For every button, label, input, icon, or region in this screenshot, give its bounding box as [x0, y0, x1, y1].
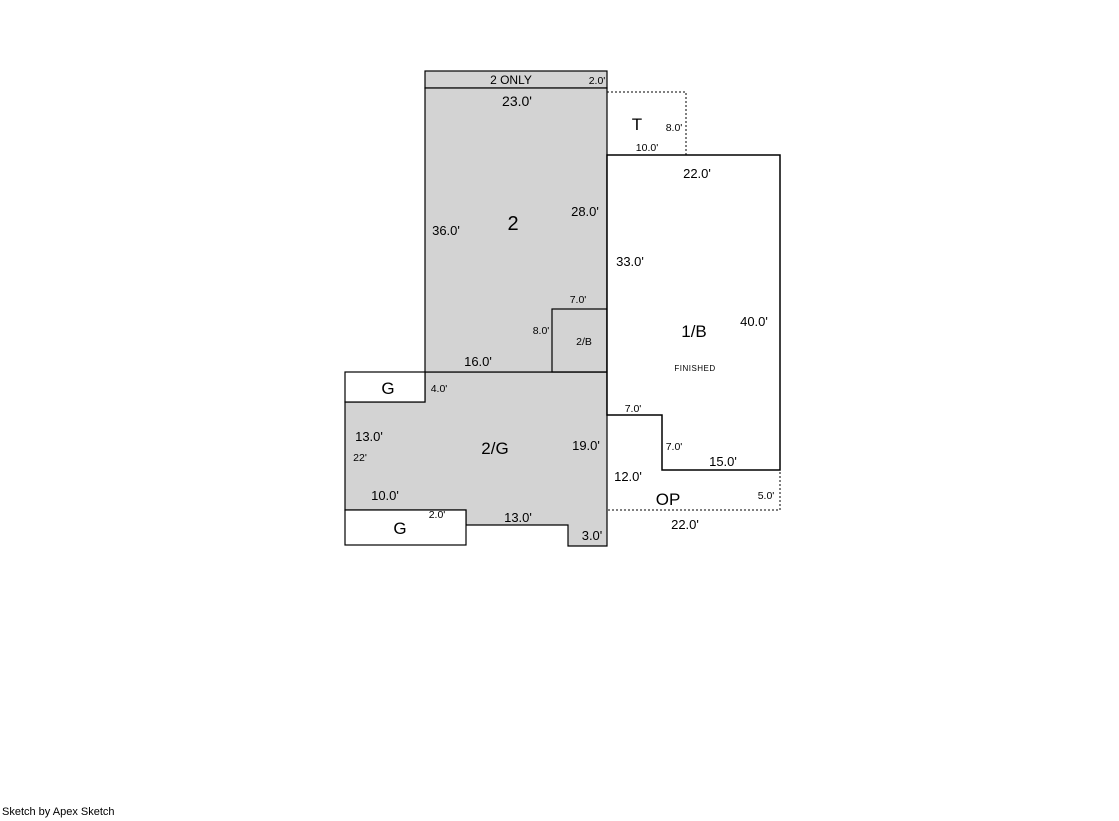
area-t-outline [607, 91, 687, 155]
area2-dim-bottom: 16.0' [464, 354, 492, 369]
area1b-dim-bottom: 15.0' [709, 454, 737, 469]
strip-2only-dim-height: 2.0' [589, 75, 606, 87]
area1b-sublabel-finished: FINISHED [674, 364, 715, 373]
area2g-label: 2/G [481, 439, 508, 458]
areaT-label: T [632, 115, 642, 134]
area-g-bottom-polygon [344, 509, 467, 546]
area2g-dim-left: 13.0' [355, 429, 383, 444]
area1b-dim-right: 40.0' [740, 314, 768, 329]
area2-dim-right: 28.0' [571, 204, 599, 219]
area1b-label: 1/B [681, 322, 707, 341]
area2g-dim-bottom-right: 3.0' [582, 528, 603, 543]
area-g-top-polygon [344, 371, 426, 403]
area1b-dim-top: 22.0' [683, 166, 711, 181]
area-1b-polygon [606, 154, 781, 471]
areaGbottom-label: G [393, 519, 406, 538]
area2g-dim-bottom-left: 10.0' [371, 488, 399, 503]
area1b-dim-notch-side: 7.0' [666, 441, 683, 453]
areaOP-dim-bottom: 22.0' [671, 517, 699, 532]
areaOP-dim-left: 12.0' [614, 469, 642, 484]
area2b-label: 2/B [576, 336, 592, 348]
areaGtop-dim-right: 4.0' [431, 383, 448, 395]
area2g-dim-step: 2.0' [429, 509, 446, 521]
area2b-dim-top: 7.0' [570, 294, 587, 306]
area2-dim-top: 23.0' [502, 93, 532, 109]
area-2-polygon [424, 87, 608, 373]
areaT-dim-right: 8.0' [666, 122, 683, 134]
area2g-dim-left-total: 22' [353, 452, 367, 464]
sketch-credit: Sketch by Apex Sketch [2, 806, 115, 818]
area1b-dim-notch-top: 7.0' [625, 403, 642, 415]
areaOP-dim-right: 5.0' [758, 490, 775, 502]
area-op-outline [606, 415, 781, 511]
area1b-dim-left: 33.0' [616, 254, 644, 269]
areaT-dim-bottom: 10.0' [636, 142, 658, 154]
area2-dim-left: 36.0' [432, 223, 460, 238]
strip-2only-label: 2 ONLY [490, 73, 532, 87]
areaOP-label: OP [656, 490, 681, 509]
area2b-dim-left: 8.0' [533, 325, 550, 337]
area2-label: 2 [507, 213, 518, 235]
area2g-dim-right: 19.0' [572, 438, 600, 453]
areaGtop-label: G [381, 379, 394, 398]
area2g-dim-bottom-mid: 13.0' [504, 510, 532, 525]
